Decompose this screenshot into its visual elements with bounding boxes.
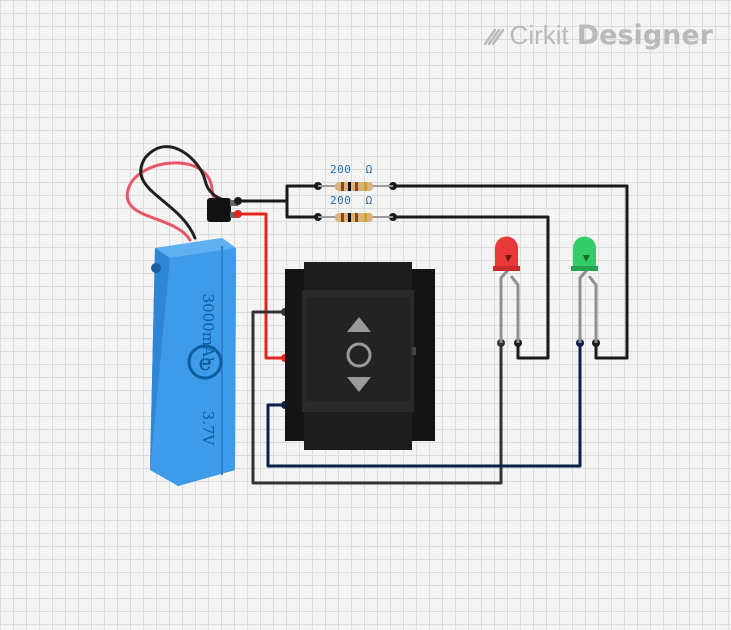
wire-battery-negative <box>236 184 320 203</box>
battery-voltage: 3.7V <box>199 411 217 447</box>
resistor-bottom-label: 200 Ω <box>330 194 373 207</box>
resistor-top[interactable] <box>318 182 393 191</box>
battery-capacity: 3000mAh <box>199 294 217 367</box>
battery-pack[interactable]: e 3000mAh 3.7V <box>150 238 236 486</box>
wire-resistor-top-out <box>391 184 629 360</box>
battery-connector[interactable] <box>207 198 238 222</box>
led-green[interactable] <box>571 236 598 344</box>
wires <box>236 184 629 485</box>
wire-resistor-bottom-out <box>391 215 550 360</box>
wire-switch-to-red-led <box>251 310 503 485</box>
up-arrow-icon <box>347 317 371 332</box>
battery-logo-ring <box>187 344 223 380</box>
resistor-top-label: 200 Ω <box>330 163 373 176</box>
led-red[interactable] <box>493 236 520 344</box>
wire-negative-branch <box>285 199 320 219</box>
battery-leads <box>125 145 234 242</box>
down-arrow-icon <box>347 377 371 392</box>
wire-switch-to-green-led <box>266 341 582 468</box>
resistor-bottom[interactable] <box>318 213 393 222</box>
cirkit-logo-icon <box>483 28 504 45</box>
brand-product: Designer <box>576 20 713 51</box>
circle-icon <box>346 342 372 368</box>
battery-logo: e <box>198 351 211 376</box>
rocker-switch[interactable] <box>285 262 435 450</box>
wire-battery-positive <box>236 212 287 360</box>
brand-name: Cirkit <box>509 20 569 50</box>
brand-watermark: Cirkit Designer <box>482 20 713 51</box>
